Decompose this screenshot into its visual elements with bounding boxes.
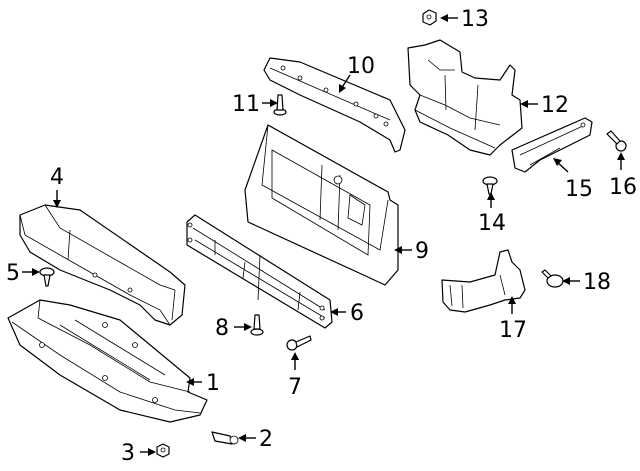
callout-18: 18 <box>583 270 611 295</box>
fastener-7-screw <box>286 335 312 351</box>
fastener-2-screw <box>211 431 239 445</box>
callout-11: 11 <box>232 92 260 117</box>
callout-12: 12 <box>541 93 569 118</box>
callout-9: 9 <box>415 239 429 264</box>
callout-14: 14 <box>478 211 506 236</box>
callout-15: 15 <box>565 177 593 202</box>
fastener-5-push-pin <box>39 267 55 287</box>
fastener-3-nut <box>156 443 170 458</box>
callout-17: 17 <box>499 318 527 343</box>
part-1-lower-deflector <box>7 299 208 423</box>
callout-10: 10 <box>347 54 375 79</box>
callout-1: 1 <box>206 371 220 396</box>
callout-leaders <box>22 14 625 456</box>
fastener-11-clip <box>273 94 287 116</box>
part-4-upper-deflector <box>19 204 186 326</box>
callout-2: 2 <box>259 427 273 452</box>
callout-16: 16 <box>609 175 637 200</box>
fastener-18-push-pin <box>541 269 564 288</box>
part-12-air-guide <box>407 39 523 156</box>
fastener-8-clip <box>250 314 264 336</box>
part-9-radiator-shroud <box>244 124 399 286</box>
callout-3: 3 <box>121 441 135 466</box>
fastener-13-nut <box>422 9 437 26</box>
callout-8: 8 <box>215 316 229 341</box>
part-6-shutter-frame <box>186 214 333 329</box>
callout-5: 5 <box>6 261 20 286</box>
callout-13: 13 <box>461 7 489 32</box>
callout-4: 4 <box>50 165 64 190</box>
part-10-upper-crossbar <box>263 57 406 153</box>
part-17-side-duct <box>441 249 526 313</box>
callout-6: 6 <box>350 301 364 326</box>
part-15-side-bracket <box>511 117 593 173</box>
callout-7: 7 <box>288 375 302 400</box>
fastener-16-screw <box>606 130 627 152</box>
fastener-14-push-pin <box>482 176 498 195</box>
